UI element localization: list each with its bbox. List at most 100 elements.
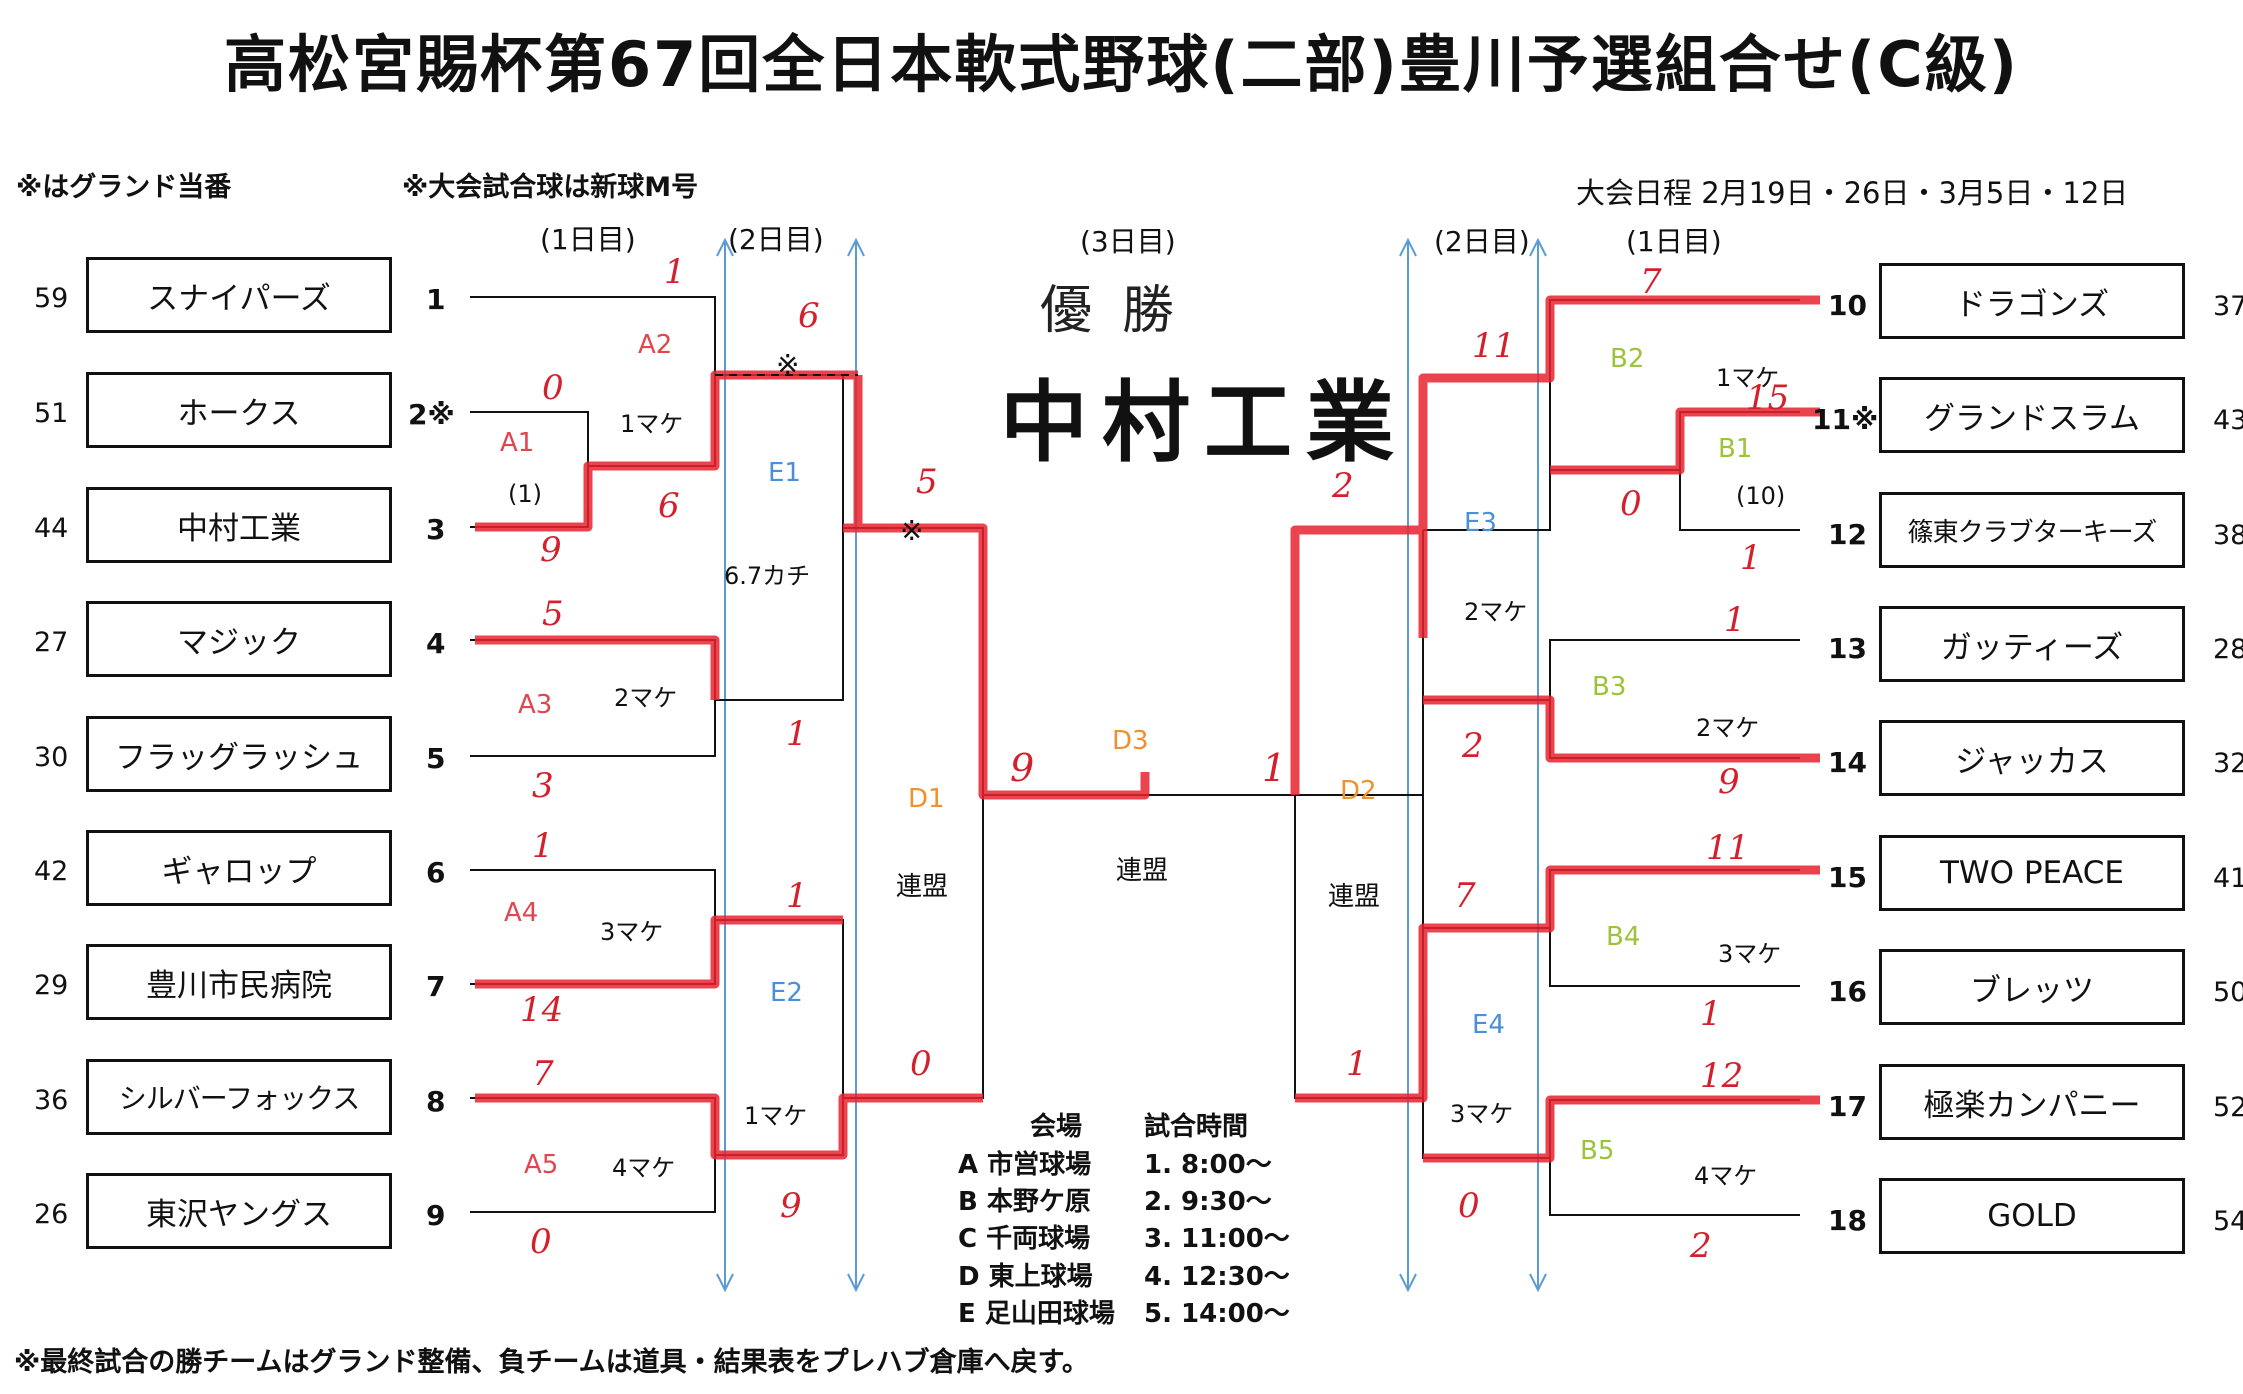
venue-name: B 本野ケ原 bbox=[958, 1187, 1091, 1217]
bracket-slot: 13 bbox=[1828, 632, 1867, 665]
team-number: 41 bbox=[2213, 863, 2243, 894]
day-header-left-1: (1日目) bbox=[540, 223, 636, 256]
team-number: 28 bbox=[2213, 634, 2243, 665]
team-box: グランドスラム bbox=[1879, 377, 2185, 453]
venue-time: 2. 9:30〜 bbox=[1144, 1187, 1272, 1217]
champion-team: 中村工業 bbox=[1000, 370, 1409, 474]
score: 12 bbox=[1700, 1056, 1744, 1096]
team-box: TWO PEACE bbox=[1879, 835, 2185, 911]
league-d2: 連盟 bbox=[1328, 882, 1381, 912]
team-box: マジック bbox=[86, 601, 392, 677]
lose-a4: 3マケ bbox=[600, 918, 664, 946]
lose-b5: 4マケ bbox=[1694, 1162, 1758, 1190]
match-label-a2: A2 bbox=[638, 330, 673, 360]
team-box: シルバーフォックス bbox=[86, 1059, 392, 1135]
bracket-slot: 14 bbox=[1828, 746, 1867, 779]
lose-b4: 3マケ bbox=[1718, 940, 1782, 968]
duty-mark-e1: ※ bbox=[776, 348, 800, 381]
score: 0 bbox=[910, 1044, 932, 1084]
venue-name: C 千両球場 bbox=[958, 1224, 1091, 1254]
score: 0 bbox=[1458, 1186, 1480, 1226]
page-title: 高松宮賜杯第67回全日本軟式野球(二部)豊川予選組合せ(C級) bbox=[223, 28, 2020, 101]
team-number: 29 bbox=[34, 970, 69, 1001]
score: 3 bbox=[532, 766, 554, 806]
team-number: 32 bbox=[2213, 748, 2243, 779]
bracket-slot: 12 bbox=[1828, 518, 1867, 551]
bracket-slot: 4 bbox=[426, 627, 446, 660]
venue-time: 5. 14:00〜 bbox=[1144, 1299, 1290, 1329]
match-label-e2: E2 bbox=[770, 978, 803, 1008]
match-label-a1: A1 bbox=[500, 428, 535, 458]
team-number: 54 bbox=[2213, 1206, 2243, 1237]
time-header: 試合時間 bbox=[1144, 1112, 1249, 1142]
bracket-slot: 16 bbox=[1828, 975, 1867, 1008]
lose-a5: 4マケ bbox=[612, 1154, 676, 1182]
score: 1 bbox=[1740, 538, 1762, 578]
bracket-slot: 6 bbox=[426, 856, 446, 889]
team-box: 中村工業 bbox=[86, 487, 392, 563]
day-header-right-2: (2日目) bbox=[1434, 225, 1530, 258]
day-header-center-3: (3日目) bbox=[1080, 225, 1176, 258]
score: 15 bbox=[1746, 378, 1790, 418]
team-number: 43 bbox=[2213, 405, 2243, 436]
venue-time: 1. 8:00〜 bbox=[1144, 1150, 1272, 1180]
team-number: 42 bbox=[34, 856, 69, 887]
lose-e2: 1マケ bbox=[744, 1102, 808, 1130]
team-number: 38 bbox=[2213, 520, 2243, 551]
score: 1 bbox=[1262, 746, 1287, 790]
bracket-slot: 11※ bbox=[1812, 403, 1879, 436]
score: 2 bbox=[1332, 466, 1354, 506]
score: 9 bbox=[780, 1186, 802, 1226]
score: 14 bbox=[520, 990, 564, 1030]
score: 1 bbox=[664, 252, 686, 292]
score: 7 bbox=[532, 1054, 554, 1094]
team-number: 52 bbox=[2213, 1092, 2243, 1123]
score: 2 bbox=[1462, 726, 1484, 766]
bracket-slot: 3 bbox=[426, 513, 446, 546]
bracket-slot: 7 bbox=[426, 970, 446, 1003]
score: 1 bbox=[786, 876, 808, 916]
match-label-b1: B1 bbox=[1718, 434, 1753, 464]
order-a1: (1) bbox=[508, 480, 542, 508]
score: 11 bbox=[1472, 326, 1516, 366]
score: 9 bbox=[540, 530, 562, 570]
team-box: ブレッツ bbox=[1879, 949, 2185, 1025]
score: 11 bbox=[1706, 828, 1750, 868]
match-label-d1: D1 bbox=[908, 784, 945, 814]
score: 9 bbox=[1718, 762, 1740, 802]
score: 9 bbox=[1010, 746, 1035, 790]
score: 5 bbox=[916, 462, 938, 502]
match-label-e3: E3 bbox=[1464, 508, 1497, 538]
ground-duty-note: ※はグランド当番 bbox=[16, 172, 232, 203]
team-box: 極楽カンパニー bbox=[1879, 1064, 2185, 1140]
bracket-slot: 9 bbox=[426, 1199, 446, 1232]
team-number: 51 bbox=[34, 398, 69, 429]
league-d1: 連盟 bbox=[896, 872, 949, 902]
bracket-slot: 15 bbox=[1828, 861, 1867, 894]
score: 7 bbox=[1640, 262, 1662, 302]
score: 0 bbox=[530, 1222, 552, 1262]
team-box: 篠東クラブターキーズ bbox=[1879, 492, 2185, 568]
score: 7 bbox=[1454, 876, 1476, 916]
score: 1 bbox=[1346, 1044, 1368, 1084]
team-box: ドラゴンズ bbox=[1879, 263, 2185, 339]
score: 2 bbox=[1690, 1226, 1712, 1266]
bracket-slot: 5 bbox=[426, 742, 446, 775]
order-b1: (10) bbox=[1736, 482, 1786, 510]
match-label-b4: B4 bbox=[1606, 922, 1641, 952]
venue-name: E 足山田球場 bbox=[958, 1299, 1115, 1329]
match-label-e1: E1 bbox=[768, 458, 801, 488]
bracket-slot: 2※ bbox=[408, 398, 455, 431]
bracket-slot: 8 bbox=[426, 1085, 446, 1118]
winner-paths bbox=[475, 295, 1820, 1163]
score: 0 bbox=[1620, 484, 1642, 524]
score: 0 bbox=[542, 368, 564, 408]
day-header-right-1: (1日目) bbox=[1626, 225, 1722, 258]
match-label-b3: B3 bbox=[1592, 672, 1627, 702]
team-box: 東沢ヤングス bbox=[86, 1173, 392, 1249]
champion-label: 優勝 bbox=[1040, 281, 1205, 341]
team-number: 30 bbox=[34, 742, 69, 773]
match-label-a4: A4 bbox=[504, 898, 539, 928]
footer-note: ※最終試合の勝チームはグランド整備、負チームは道具・結果表をプレハブ倉庫へ戻す。 bbox=[14, 1347, 1089, 1378]
venue-time: 3. 11:00〜 bbox=[1144, 1224, 1290, 1254]
